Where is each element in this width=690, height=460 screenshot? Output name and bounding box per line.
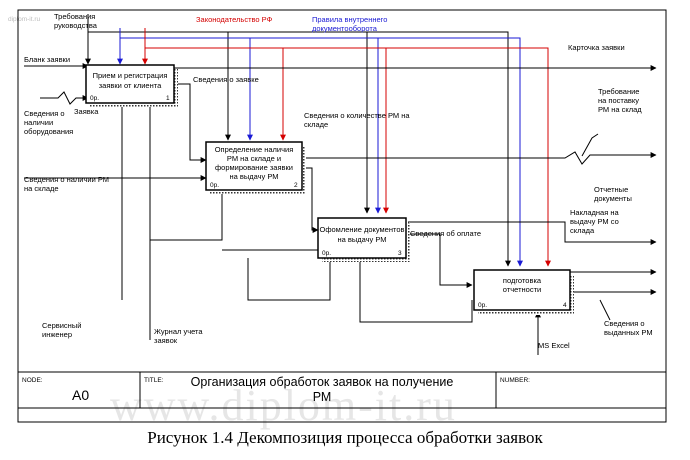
svg-text:подготовка: подготовка: [503, 276, 542, 285]
figure-caption: Рисунок 1.4 Декомпозиция процесса обрабо…: [147, 428, 543, 447]
node-value: A0: [72, 387, 89, 403]
output-application-card: Карточка заявки: [568, 43, 625, 52]
svg-text:РМ на склад: РМ на склад: [598, 105, 642, 114]
mechanism-excel: MS Excel: [538, 341, 570, 350]
diagram-title-line2: РМ: [313, 390, 332, 404]
svg-text:Определение наличия: Определение наличия: [215, 145, 294, 154]
arrow-labels: Требования руководства Законодательство …: [24, 12, 653, 350]
svg-text:оборудования: оборудования: [24, 127, 73, 136]
svg-text:Сервисный: Сервисный: [42, 321, 81, 330]
svg-text:Сведения о: Сведения о: [604, 319, 645, 328]
number-label: NUMBER:: [500, 377, 530, 384]
activity-box-3: Офомление документов на выдачу РМ 0р. 3: [317, 217, 410, 262]
svg-text:выдачу РМ со: выдачу РМ со: [570, 217, 619, 226]
activity-box-2: Определение наличия РМ на складе и форми…: [205, 141, 306, 194]
box-3-cost: 0р.: [322, 250, 331, 257]
flow-arrows: [24, 63, 657, 355]
svg-text:документы: документы: [594, 194, 632, 203]
svg-text:РМ на складе и: РМ на складе и: [227, 154, 281, 163]
svg-text:Сведения о наличии РМ: Сведения о наличии РМ: [24, 175, 109, 184]
svg-text:на выдачу РМ: на выдачу РМ: [337, 235, 386, 244]
svg-text:на поставку: на поставку: [598, 96, 639, 105]
input-application-form: Бланк заявки: [24, 55, 70, 64]
node-label: NODE:: [22, 377, 43, 384]
svg-text:складе: складе: [304, 120, 328, 129]
svg-text:Журнал учета: Журнал учета: [154, 327, 203, 336]
svg-text:склада: склада: [570, 226, 595, 235]
svg-text:на выдачу РМ: на выдачу РМ: [229, 172, 278, 181]
box-2-number: 2: [294, 182, 298, 189]
diagram-title-line1: Организация обработок заявок на получени…: [191, 375, 454, 389]
control-rules-line1: Правила внутреннего: [312, 15, 387, 24]
svg-text:наличии: наличии: [24, 118, 53, 127]
box-2-cost: 0р.: [210, 182, 219, 189]
box-4-cost: 0р.: [478, 302, 487, 309]
svg-text:заявок: заявок: [154, 336, 178, 345]
svg-text:Накладная на: Накладная на: [570, 208, 619, 217]
box-3-number: 3: [398, 250, 402, 257]
watermark-small: diplom-it.ru: [8, 16, 41, 23]
label-application-info: Сведения о заявке: [193, 75, 259, 84]
svg-text:выданных РМ: выданных РМ: [604, 328, 653, 337]
box-1-title-line2: заявки от клиента: [99, 81, 162, 90]
svg-text:инженер: инженер: [42, 330, 72, 339]
control-law: Законодательство РФ: [196, 15, 273, 24]
box-1-title-line1: Прием и регистрация: [93, 71, 168, 80]
svg-text:Требование: Требование: [598, 87, 639, 96]
activity-box-4: подготовка отчетности 0р. 4: [473, 269, 574, 315]
input-application: Заявка: [74, 107, 99, 116]
control-requirements-line2: руководства: [54, 21, 98, 30]
box-1-cost: 0р.: [90, 95, 99, 102]
svg-text:Сведения о: Сведения о: [24, 109, 65, 118]
activity-box-1: Прием и регистрация заявки от клиента 0р…: [85, 64, 178, 107]
control-rules-line2: документооборота: [312, 24, 378, 33]
box-4-number: 4: [563, 302, 567, 309]
title-block: NODE: A0 TITLE: Организация обработок за…: [18, 371, 666, 409]
title-label: TITLE:: [144, 377, 164, 384]
box-1-number: 1: [166, 95, 170, 102]
control-arrows: [85, 14, 551, 267]
control-requirements-line1: Требования: [54, 12, 95, 21]
svg-text:Отчетные: Отчетные: [594, 185, 628, 194]
svg-text:Сведения о количестве РМ на: Сведения о количестве РМ на: [304, 111, 410, 120]
svg-text:Офомление документов: Офомление документов: [319, 225, 404, 234]
svg-text:отчетности: отчетности: [503, 285, 541, 294]
svg-text:на складе: на складе: [24, 184, 59, 193]
diagram-border: [17, 9, 667, 423]
label-payment-info: Сведения об оплате: [410, 229, 481, 238]
svg-text:формирование заявки: формирование заявки: [215, 163, 293, 172]
